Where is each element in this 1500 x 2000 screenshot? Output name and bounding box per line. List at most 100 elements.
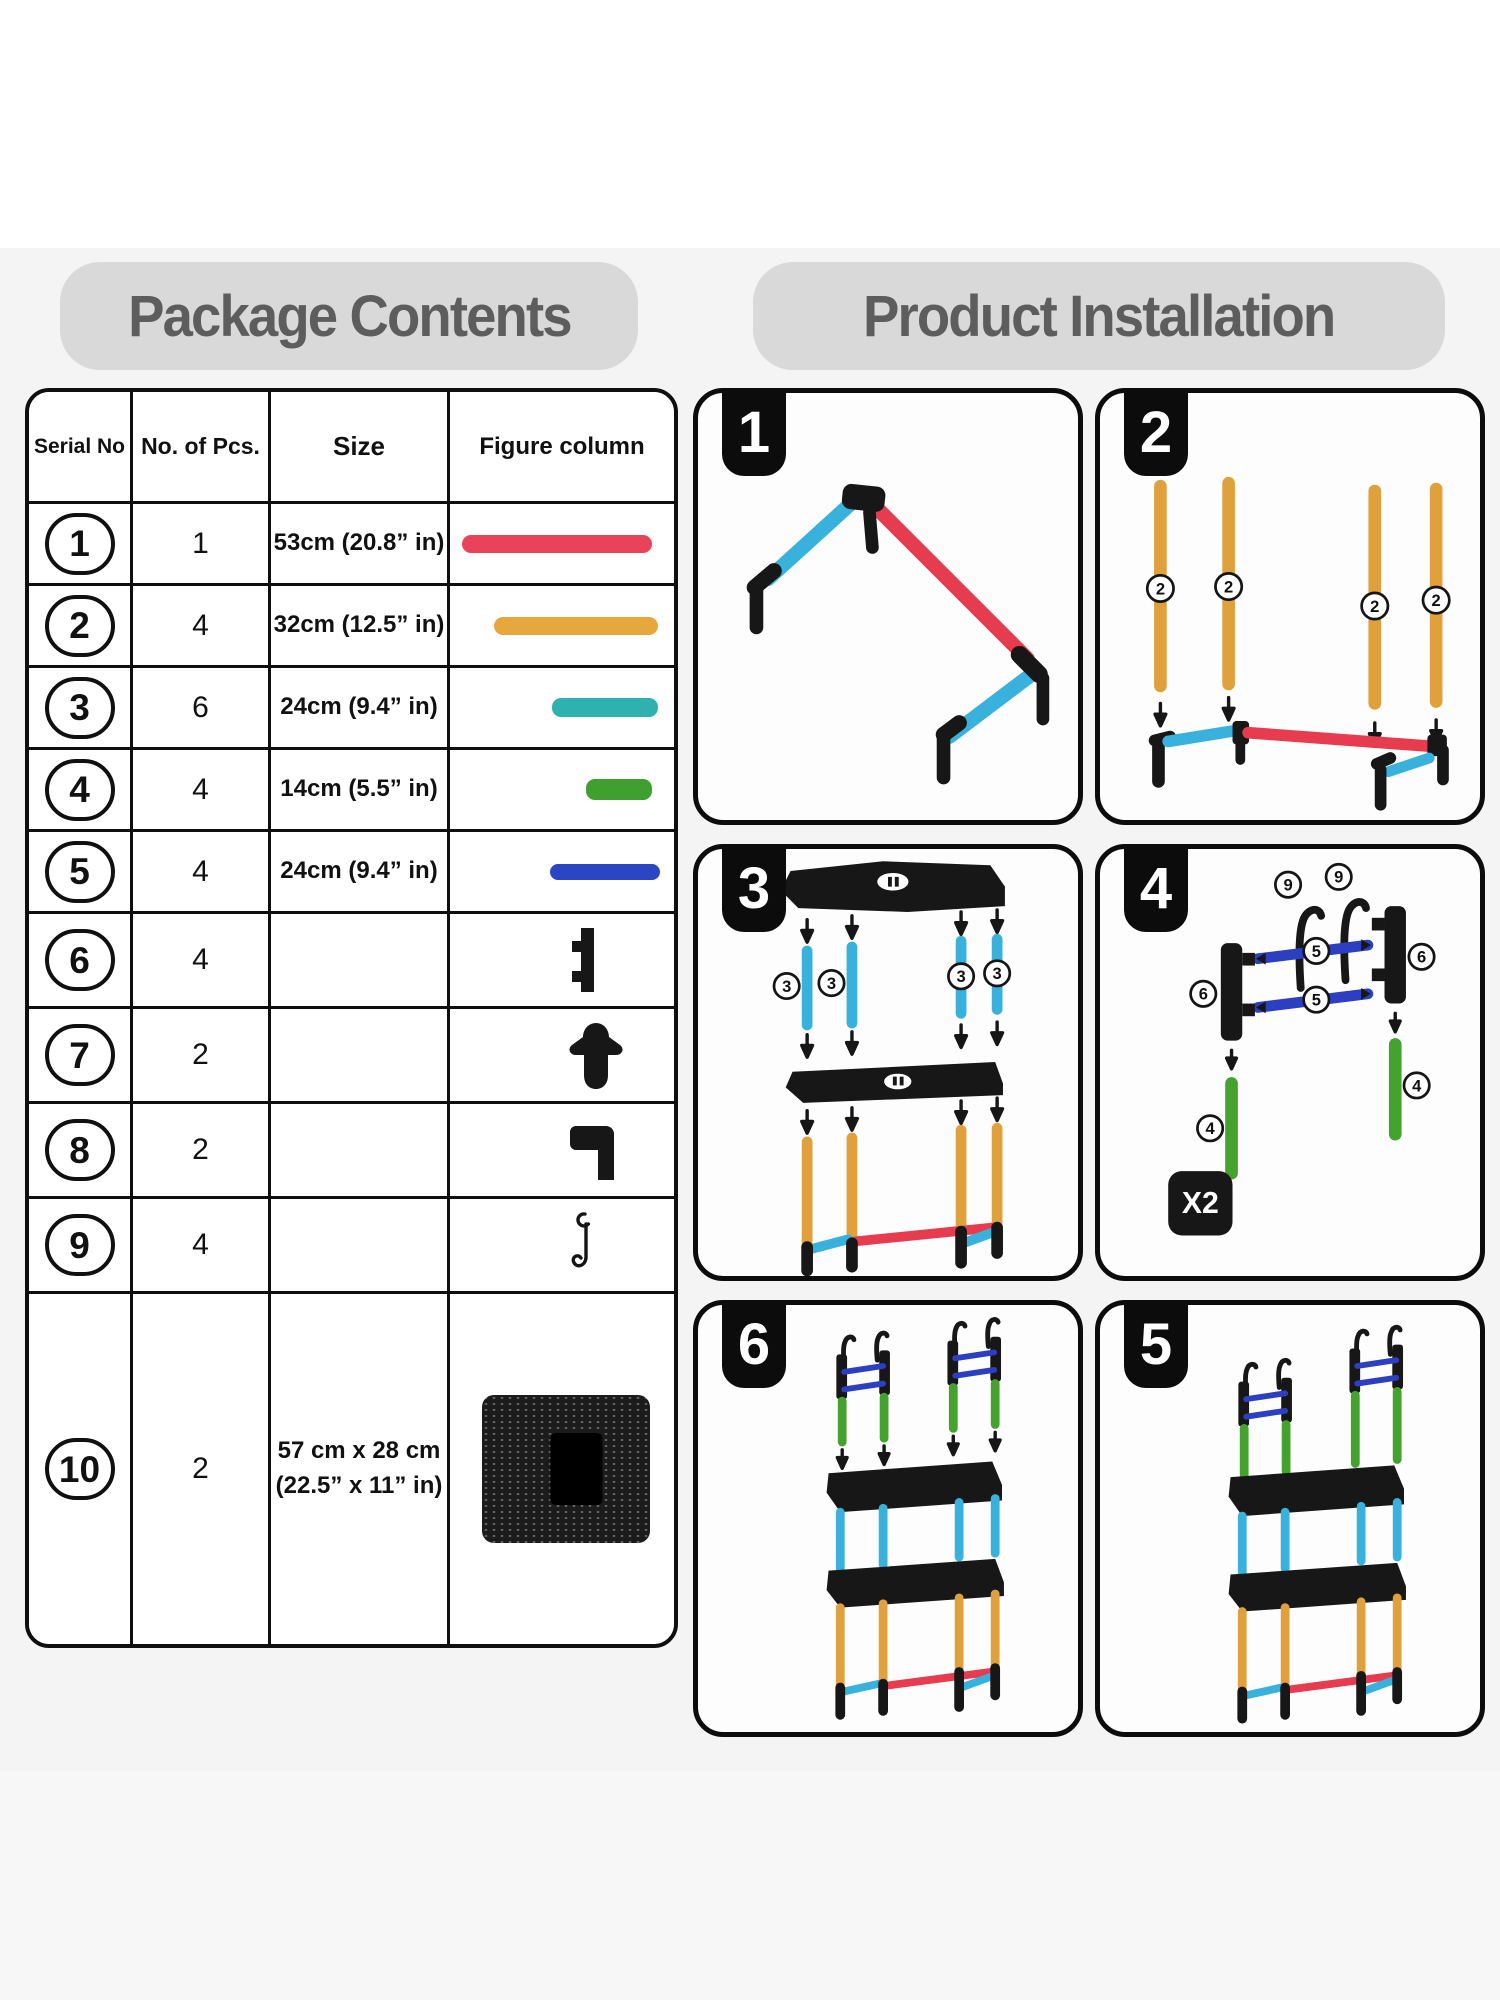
serial-badge: 10 xyxy=(44,1438,115,1500)
down-arrows xyxy=(800,908,1005,944)
svg-text:6: 6 xyxy=(1199,985,1208,1004)
teal-tube-figure xyxy=(552,698,658,717)
hook-assembly xyxy=(947,1317,1002,1433)
table-row-serial: 1 xyxy=(29,504,133,586)
page-title: Package Contents xyxy=(127,283,572,349)
size-line-2: (22.5” x 11” in) xyxy=(275,1472,443,1499)
table-row-serial: 6 xyxy=(29,914,133,1009)
step-number-badge: 6 xyxy=(722,1300,786,1388)
pcs-value: 4 xyxy=(133,914,271,1009)
step-panel-1: 1 xyxy=(693,388,1083,825)
down-arrow-icon xyxy=(844,1106,860,1132)
down-arrow-icon xyxy=(800,1109,815,1135)
figure-cell xyxy=(450,1104,674,1199)
serial-badge: 9 xyxy=(44,1214,115,1276)
part-label-2: 2 xyxy=(1145,573,1175,603)
svg-text:9: 9 xyxy=(1283,876,1292,895)
part-label-4: 4 xyxy=(1402,1071,1431,1100)
down-arrow-icon xyxy=(1153,701,1168,728)
svg-text:2: 2 xyxy=(1224,577,1233,596)
pcs-value: 4 xyxy=(133,586,271,668)
table-row-serial: 3 xyxy=(29,668,133,750)
side-bracket xyxy=(1220,943,1255,1041)
part-label-3: 3 xyxy=(947,962,976,991)
svg-text:6: 6 xyxy=(1417,948,1426,967)
serial-badge: 5 xyxy=(44,840,115,903)
size-value: 53cm (20.8” in) xyxy=(271,504,450,586)
pcs-value: 4 xyxy=(133,832,271,914)
mesh-panel-label-area xyxy=(550,1433,603,1505)
pcs-value: 2 xyxy=(133,1104,271,1199)
part-label-3: 3 xyxy=(772,971,801,1001)
middle-shelf xyxy=(1228,1562,1406,1612)
orange-tube-figure xyxy=(494,616,658,635)
step-panel-3: 3 3 3 3 3 xyxy=(693,844,1083,1281)
size-line-1: 57 cm x 28 cm xyxy=(277,1437,441,1465)
figure-cell xyxy=(450,504,674,586)
hook xyxy=(1295,905,1326,992)
page-title: Product Installation xyxy=(863,283,1336,349)
part-label-4: 4 xyxy=(1196,1114,1225,1143)
svg-text:9: 9 xyxy=(1334,868,1343,887)
svg-text:5: 5 xyxy=(1312,942,1321,961)
part-label-3: 3 xyxy=(983,959,1012,988)
size-value: 14cm (5.5” in) xyxy=(271,750,450,832)
svg-text:2: 2 xyxy=(1370,597,1379,616)
step-3-diagram: 3 3 3 3 xyxy=(772,861,1012,1276)
step-number-badge: 5 xyxy=(1124,1300,1188,1388)
multiplier-badge xyxy=(1168,1171,1233,1236)
package-contents-table: Serial No No. of Pcs. Size Figure column… xyxy=(25,388,678,1648)
figure-cell xyxy=(450,750,674,832)
step-number-badge: 3 xyxy=(722,844,786,932)
corner-connector xyxy=(841,483,886,512)
size-value xyxy=(271,1104,450,1199)
down-arrows xyxy=(800,1020,1005,1059)
figure-cell xyxy=(450,914,674,1009)
down-arrow-icon xyxy=(800,1033,815,1059)
col-header-figure: Figure column xyxy=(450,392,674,504)
middle-shelf xyxy=(826,1558,1004,1608)
serial-badge: 8 xyxy=(44,1119,115,1181)
size-value: 57 cm x 28 cm (22.5” x 11” in) xyxy=(271,1294,450,1644)
product-installation-title: Product Installation xyxy=(753,262,1445,370)
svg-text:5: 5 xyxy=(1312,991,1321,1010)
step-number-badge: 1 xyxy=(722,388,786,476)
serial-badge: 1 xyxy=(44,512,115,575)
part-label-2: 2 xyxy=(1421,585,1451,615)
part-label-9: 9 xyxy=(1324,862,1353,891)
part-label-2: 2 xyxy=(1214,572,1244,602)
green-tube-figure xyxy=(586,779,652,800)
step-panel-5: 5 xyxy=(1095,1300,1485,1737)
table-row-serial: 9 xyxy=(29,1199,133,1294)
size-value: 32cm (12.5” in) xyxy=(271,586,450,668)
down-arrows xyxy=(800,1096,1005,1135)
figure-cell xyxy=(450,668,674,750)
part-label-6: 6 xyxy=(1189,979,1218,1008)
down-arrow-icon xyxy=(954,1099,969,1126)
serial-badge: 2 xyxy=(44,594,115,657)
pcs-value: 4 xyxy=(133,750,271,832)
col-header-pcs: No. of Pcs. xyxy=(133,392,271,504)
hook-assembly xyxy=(836,1330,890,1447)
step-4-diagram: 9 9 5 5 6 6 xyxy=(1168,862,1436,1236)
top-shelf xyxy=(1228,1465,1404,1517)
pcs-value: 1 xyxy=(133,504,271,586)
part-label-5: 5 xyxy=(1302,936,1331,965)
step-panel-2: 2 2 2 2 2 xyxy=(1095,388,1485,825)
hook xyxy=(1340,898,1370,985)
table-row-serial: 7 xyxy=(29,1009,133,1104)
size-value xyxy=(271,1009,450,1104)
hook-assembly xyxy=(1238,1357,1292,1480)
col-header-serial: Serial No xyxy=(29,392,133,504)
step-6-diagram xyxy=(826,1317,1004,1720)
part-label-5: 5 xyxy=(1302,985,1331,1014)
figure-cell xyxy=(450,1294,674,1644)
svg-text:3: 3 xyxy=(956,967,965,986)
down-arrow-icon xyxy=(990,1096,1005,1123)
down-arrow-icon xyxy=(990,1020,1005,1047)
serial-badge: 3 xyxy=(44,676,115,739)
svg-text:3: 3 xyxy=(827,974,836,993)
down-arrow-icon xyxy=(800,918,815,944)
down-arrow-icon xyxy=(844,914,860,940)
serial-badge: 6 xyxy=(44,929,115,991)
